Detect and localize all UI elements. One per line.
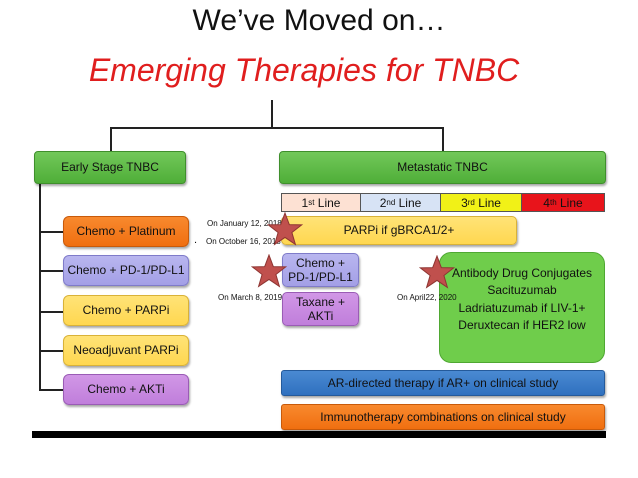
line-2nd-label: Line	[395, 195, 422, 210]
metastatic-chemo-pd1-line1: Chemo +	[295, 255, 346, 270]
metastatic-heading: Metastatic TNBC	[279, 151, 606, 184]
line-2nd-sup: nd	[386, 198, 396, 207]
line-1st-sup: st	[308, 198, 315, 207]
metastatic-taxane-line1: Taxane +	[295, 294, 346, 309]
early-item-chemo-pd1: Chemo + PD-1/PD-L1	[63, 255, 189, 286]
page-subtitle: Emerging Therapies for TNBC	[88, 52, 520, 88]
early-branch-2	[39, 270, 63, 272]
early-branch-1	[39, 231, 63, 233]
line-3rd-sup: rd	[467, 198, 475, 207]
page-title: We’ve Moved on…	[192, 4, 446, 37]
star-icon	[251, 254, 287, 288]
date-jan-2018: On January 12, 2018	[207, 219, 282, 228]
metastatic-adc: Antibody Drug Conjugates Sacituzumab Lad…	[439, 252, 605, 363]
line-4th-label: Line	[556, 195, 583, 210]
star-icon	[267, 212, 303, 246]
early-stage-heading: Early Stage TNBC	[34, 151, 186, 184]
line-3rd-label: Line	[474, 195, 501, 210]
line-1st-num: 1	[301, 195, 309, 210]
adc-item-1: Sacituzumab	[487, 283, 557, 298]
metastatic-chemo-pd1-line2: PD-1/PD-L1	[288, 270, 353, 284]
line-2nd-num: 2	[379, 195, 387, 210]
line-1st-label: Line	[314, 195, 341, 210]
metastatic-chemo-pd1: Chemo + PD-1/PD-L1	[282, 253, 359, 287]
early-item-neoadjuvant-parpi: Neoadjuvant PARPi	[63, 335, 189, 366]
adc-item-3: Deruxtecan if HER2 low	[458, 318, 586, 333]
adc-item-2: Ladriatuzumab if LIV-1+	[458, 300, 586, 315]
bottom-bar	[32, 431, 606, 438]
metastatic-immunotherapy: Immunotherapy combinations on clinical s…	[281, 404, 605, 430]
metastatic-ar-directed: AR-directed therapy if AR+ on clinical s…	[281, 370, 605, 396]
metastatic-taxane-line2: AKTi	[307, 309, 334, 323]
line-3rd-num: 3	[461, 195, 468, 210]
star-icon	[419, 255, 455, 289]
date-dot: .	[194, 234, 198, 246]
line-4th-sup: th	[549, 198, 557, 207]
date-mar-2019: On March 8, 2019	[218, 293, 283, 302]
metastatic-parpi: PARPi if gBRCA1/2+	[281, 216, 517, 245]
connector-right	[442, 127, 444, 151]
early-branch-5	[39, 389, 63, 391]
early-branch-4	[39, 350, 63, 352]
early-item-chemo-parpi: Chemo + PARPi	[63, 295, 189, 326]
early-item-chemo-akti: Chemo + AKTi	[63, 374, 189, 405]
early-branch-vertical	[39, 183, 41, 391]
connector-top	[271, 100, 273, 128]
metastatic-taxane-akti: Taxane + AKTi	[282, 292, 359, 326]
adc-heading: Antibody Drug Conjugates	[451, 266, 593, 280]
connector-horizontal	[110, 127, 444, 129]
early-item-chemo-platinum: Chemo + Platinum	[63, 216, 189, 247]
date-apr-2020: On April22, 2020	[397, 293, 457, 302]
early-branch-3	[39, 311, 63, 313]
connector-left	[110, 127, 112, 151]
line-4th-num: 4	[543, 195, 550, 210]
date-oct-2018: On October 16, 2018	[206, 237, 281, 246]
